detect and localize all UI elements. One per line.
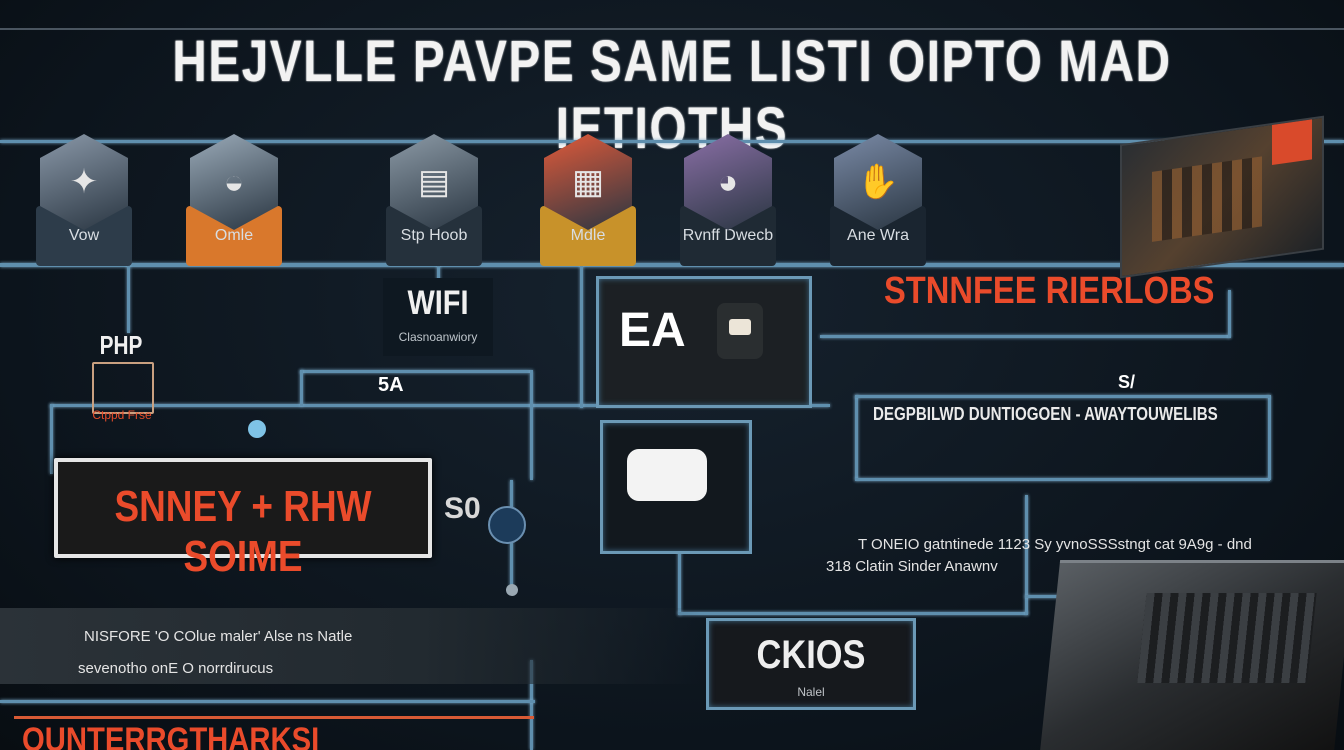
- hex-node-label: Vow: [36, 206, 132, 266]
- connector-desc-bottom: [855, 478, 1270, 481]
- right-text-line-1: T ONEIO gatntinede 1123 Sy yvnoSSSstngt …: [858, 536, 1252, 553]
- end-dot-icon: [506, 584, 518, 596]
- left-text-line-2: sevenotho onE O norrdirucus: [78, 660, 274, 677]
- connector-php: [127, 263, 130, 333]
- php-sub-label: Ctppd Frse: [92, 408, 152, 422]
- connector-stnfee: [820, 335, 1230, 338]
- connector-desc-top: [855, 395, 1270, 398]
- connector-main: [0, 263, 1344, 267]
- stnfee-label: STNNFEE RIERLOBS: [884, 270, 1215, 312]
- connector-desc-left: [855, 395, 858, 480]
- wifi-sub-label: Clasnoanwiory: [398, 330, 478, 344]
- php-frame-icon: [92, 362, 154, 414]
- figure-icon: [717, 303, 763, 359]
- ckios-node[interactable]: CKIOS Nalel: [706, 618, 916, 710]
- connector-desc-right: [1268, 395, 1271, 480]
- window-icon: ▦: [544, 134, 632, 230]
- connector-bottom-left: [530, 660, 533, 750]
- wifi-label: WIFI: [407, 284, 469, 322]
- connector-bottom-h: [0, 700, 535, 703]
- hex-node-3[interactable]: Stp Hoob▤: [386, 134, 482, 266]
- number-label: 5A: [378, 374, 404, 396]
- php-label: PHP: [99, 330, 143, 360]
- hand-icon: ✋: [834, 134, 922, 230]
- orange-box-label: SNNEY + RHW SOIME: [114, 482, 372, 581]
- connector-wifi-left: [300, 370, 303, 406]
- left-text-band: [0, 608, 700, 684]
- hex-node-5[interactable]: Rvnff Dwecb◕: [680, 134, 776, 266]
- connector-right-drop: [1025, 495, 1028, 615]
- hex-node-4[interactable]: Mdle▦: [540, 134, 636, 266]
- ea-label: EA: [619, 304, 686, 357]
- ckios-label: CKIOS: [756, 633, 866, 677]
- hardware-image-icon: [1039, 560, 1344, 750]
- hex-node-1[interactable]: Vow✦: [36, 134, 132, 266]
- bottom-orange-label: OUNTERRGTHARKSI: [22, 721, 320, 750]
- connector-wifi-h: [300, 370, 530, 373]
- connector-center-drop: [678, 550, 681, 615]
- connector-ea: [580, 263, 583, 408]
- hub-dot-icon: [488, 506, 526, 544]
- php-node[interactable]: PHP Ctppd Frse: [84, 322, 158, 422]
- connector-wifi: [437, 263, 440, 285]
- bottom-orange-banner: OUNTERRGTHARKSI: [14, 716, 534, 750]
- ea-node[interactable]: EA: [596, 276, 812, 408]
- orange-box-side: S0: [444, 492, 481, 525]
- small-mark: S/: [1118, 372, 1136, 392]
- junction-dot-icon: [248, 420, 266, 438]
- left-text-line-1: NISFORE 'O COlue maler' Alse ns Natle: [84, 628, 353, 645]
- diagram-title: HEJVLLE PAVPE SAME LISTI OIPTO MAD IETIO…: [172, 29, 1172, 161]
- connector-left-drop: [50, 404, 53, 474]
- connector-bottom: [678, 612, 1028, 615]
- orange-label-box[interactable]: SNNEY + RHW SOIME: [54, 458, 432, 581]
- device-node[interactable]: [600, 420, 752, 554]
- connector-top: [0, 140, 1344, 143]
- face-icon: ◕: [684, 134, 772, 230]
- connector-stnfee-up: [1228, 290, 1231, 338]
- connector-wifi-right: [530, 370, 533, 480]
- hex-node-6[interactable]: Ane Wra✋: [830, 134, 926, 266]
- right-text-line-2: 318 Clatin Sinder Anawnv: [826, 558, 998, 575]
- desc-label: DEGPBILWD DUNTIOGOEN - AWAYTOUWELIBS: [873, 404, 1218, 424]
- device-icon: [627, 449, 707, 501]
- top-border: [0, 28, 1344, 30]
- wifi-node[interactable]: WIFI Clasnoanwiory: [383, 278, 493, 356]
- connector-mid: [50, 404, 830, 407]
- hex-node-2[interactable]: Omle◒: [186, 134, 282, 266]
- machine-image-icon: [1120, 115, 1324, 279]
- ckios-sub-label: Nalel: [797, 685, 825, 699]
